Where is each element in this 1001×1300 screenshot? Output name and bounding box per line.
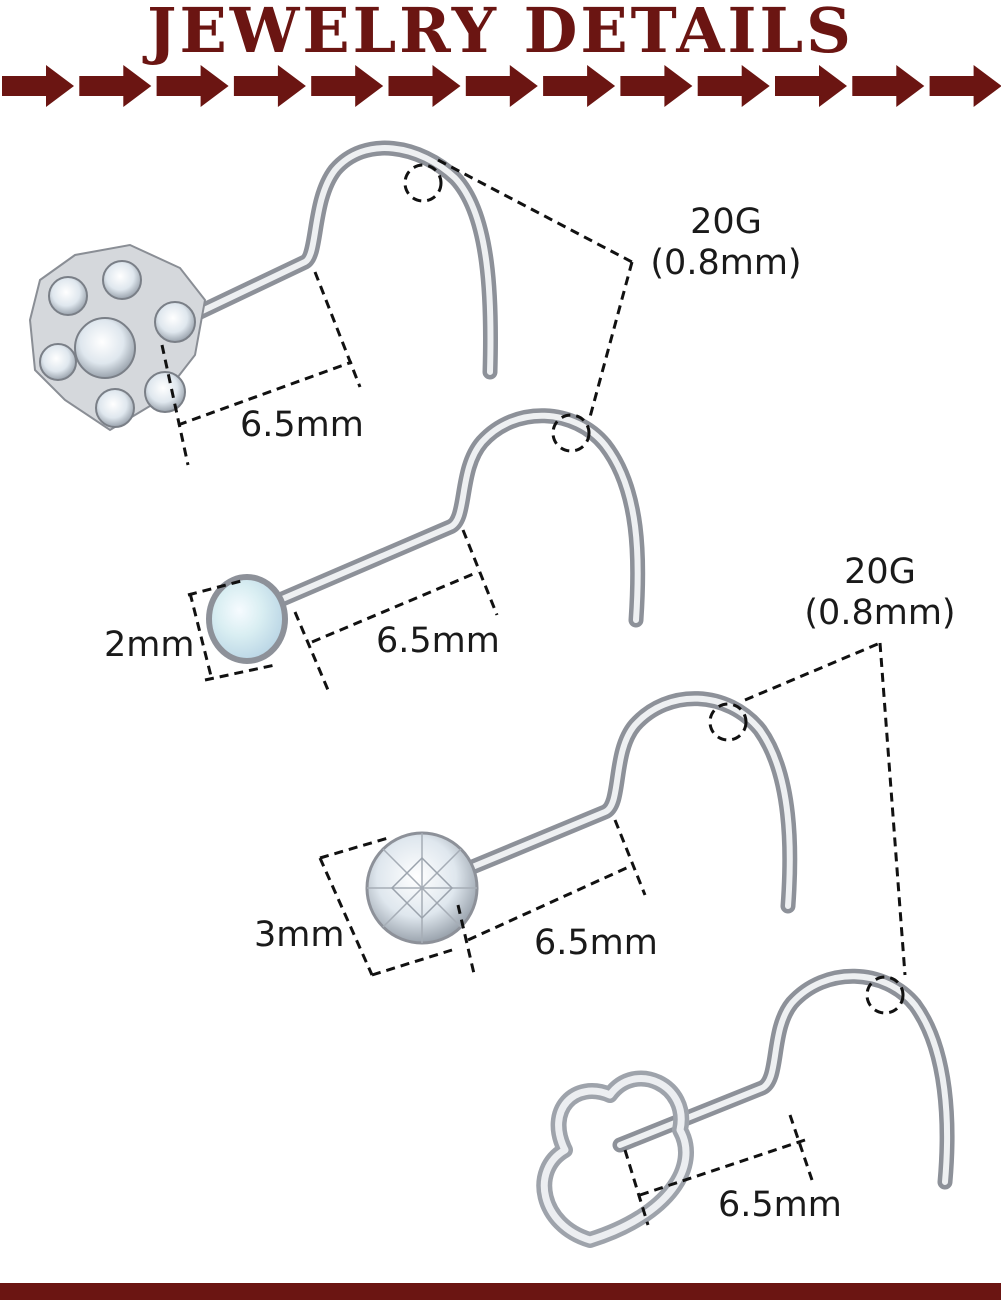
arrow-icon [388,65,461,107]
arrow-icon [233,65,306,107]
stone-size-label-3: 3mm [254,915,345,955]
page-title: JEWELRY DETAILS [147,0,854,67]
gauge-mm-value: (0.8mm) [650,243,802,283]
length-label-2: 6.5mm [376,621,500,661]
length-label-4: 6.5mm [718,1185,842,1225]
arrow-icon [929,65,1001,107]
arrow-icon [852,65,925,107]
length-label-1: 6.5mm [240,405,364,445]
gauge-label-bottom: 20G (0.8mm) [790,555,970,631]
nose-screw-3 [365,691,798,945]
opal-stone [206,574,288,664]
nose-screw-4 [536,968,955,1248]
gauge-mm-value: (0.8mm) [804,593,956,633]
nose-screw-2 [206,408,646,664]
crystal-stone [365,831,479,945]
gauge-label-top: 20G (0.8mm) [636,205,816,281]
arrow-icon [156,65,229,107]
gauge-value: 20G [690,202,762,242]
arrow-divider [2,65,1001,107]
footer-bar [0,1283,1001,1300]
arrow-icon [697,65,770,107]
arrow-icon [465,65,538,107]
dimension-lines [160,158,907,1226]
nose-screw-1 [28,140,499,432]
length-label-3: 6.5mm [534,923,658,963]
arrow-icon [311,65,384,107]
arrow-icon [620,65,693,107]
arrow-icon [775,65,847,107]
gauge-value: 20G [844,552,916,592]
stone-size-label-2: 2mm [104,625,195,665]
flower-crystal-head [28,243,207,432]
arrow-icon [2,65,74,107]
arrow-icon [79,65,152,107]
arrow-icon [543,65,616,107]
